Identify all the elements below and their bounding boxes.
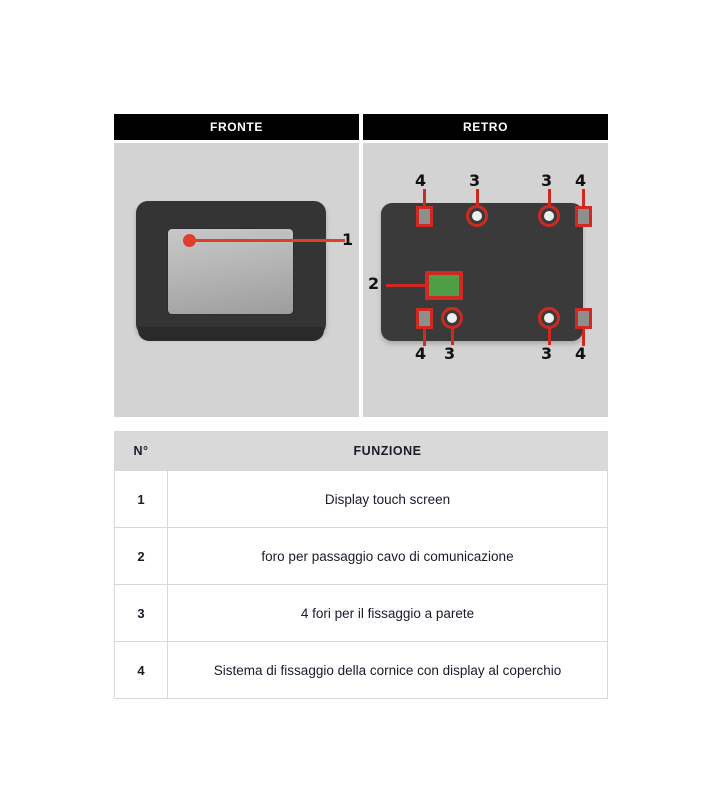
row-number: 1 [114,470,168,528]
device-figure-block: FRONTE RETRO 1 [114,114,608,699]
callout-number-3-bottom-left: 3 [444,344,456,363]
callout-number-4-top-left: 4 [415,171,427,190]
row-number: 3 [114,584,168,642]
callout-number-4-bottom-right: 4 [575,344,587,363]
callout-number-4-top-right: 4 [575,171,587,190]
callout-number-4-bottom-left: 4 [415,344,427,363]
function-table-head: N° FUNZIONE [114,431,608,471]
fixing-clip-bottom-right [575,308,592,329]
fixing-clip-top-right [575,206,592,227]
callout-number-1: 1 [342,230,354,249]
panel-header-front: FRONTE [114,114,359,140]
callout-number-2: 2 [368,274,380,293]
table-header-row: N° FUNZIONE [114,431,608,471]
cable-passthrough-port [425,271,463,300]
clip-leader-top-left [423,189,426,207]
device-front-body [136,201,326,341]
table-row: 2 foro per passaggio cavo di comunicazio… [114,527,608,585]
device-front-base [138,327,324,341]
table-row: 1 Display touch screen [114,470,608,528]
leader-dot-1 [183,234,196,247]
fixing-clip-bottom-left [416,308,433,329]
clip-leader-bottom-left [423,328,426,346]
fixing-clip-top-left [416,206,433,227]
hole-leader-top-right [548,189,551,206]
panel-images-row: 1 [114,143,608,417]
leader-line-2 [386,284,425,287]
row-function: foro per passaggio cavo di comunicazione [167,527,608,585]
clip-leader-bottom-right [582,328,585,346]
wall-mount-hole-top-left [466,205,488,227]
panel-headers-row: FRONTE RETRO [114,114,608,140]
row-function: Display touch screen [167,470,608,528]
hole-leader-top-left [476,189,479,206]
callout-number-3-top-right: 3 [541,171,553,190]
hole-inner-top-left [472,211,482,221]
hole-inner-bottom-left [447,313,457,323]
callout-number-3-bottom-right: 3 [541,344,553,363]
hole-inner-top-right [544,211,554,221]
table-row: 4 Sistema di fissaggio della cornice con… [114,641,608,699]
table-row: 3 4 fori per il fissaggio a parete [114,584,608,642]
hole-leader-bottom-left [451,328,454,345]
column-header-number: N° [114,431,168,471]
panel-header-rear: RETRO [363,114,608,140]
row-number: 2 [114,527,168,585]
hole-leader-bottom-right [548,328,551,345]
wall-mount-hole-top-right [538,205,560,227]
row-function: 4 fori per il fissaggio a parete [167,584,608,642]
leader-line-1 [189,239,345,242]
hole-inner-bottom-right [544,313,554,323]
rear-view-panel: 4 3 3 4 2 4 3 3 4 [363,143,608,417]
row-number: 4 [114,641,168,699]
wall-mount-hole-bottom-left [441,307,463,329]
callout-number-3-top-left: 3 [469,171,481,190]
function-table-body: 1 Display touch screen 2 foro per passag… [114,470,608,699]
function-table: N° FUNZIONE 1 Display touch screen 2 for… [114,431,608,699]
row-function: Sistema di fissaggio della cornice con d… [167,641,608,699]
front-view-panel: 1 [114,143,359,417]
wall-mount-hole-bottom-right [538,307,560,329]
column-header-function: FUNZIONE [167,431,608,471]
clip-leader-top-right [582,189,585,207]
